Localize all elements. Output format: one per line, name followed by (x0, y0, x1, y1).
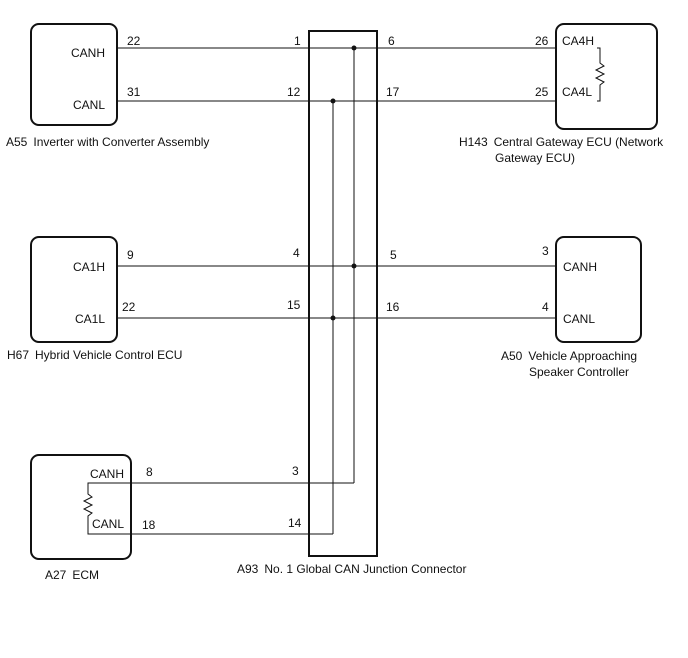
h143-pin-ca4l-label: CA4L (562, 85, 592, 99)
a27-pin-18-number: 18 (142, 518, 156, 532)
a50-pin-canl-label: CANL (563, 312, 595, 326)
a55-pin-22-number: 22 (127, 34, 141, 48)
a27-pin-canl-label: CANL (92, 517, 124, 531)
a27-pin-canh-label: CANH (90, 467, 124, 481)
a55-pin-canl-label: CANL (73, 98, 105, 112)
junction-pin-4: 4 (293, 246, 300, 260)
h143-caption-line2: Gateway ECU) (495, 151, 575, 165)
junction-pin-15: 15 (287, 298, 301, 312)
junction-pin-12: 12 (287, 85, 301, 99)
a50-caption-line2: Speaker Controller (529, 365, 629, 379)
h143-pin-ca4h-label: CA4H (562, 34, 594, 48)
a27-pin-8-number: 8 (146, 465, 153, 479)
a50-pin-3-number: 3 (542, 244, 549, 258)
junction-pin-6: 6 (388, 34, 395, 48)
a55-pin-canh-label: CANH (71, 46, 105, 60)
h67-pin-22-number: 22 (122, 300, 136, 314)
junction-pin-5: 5 (390, 248, 397, 262)
h67-pin-ca1h-label: CA1H (73, 260, 105, 274)
a50-pin-4-number: 4 (542, 300, 549, 314)
h143-terminator-resistor (594, 47, 606, 102)
a55-pin-31-number: 31 (127, 85, 141, 99)
junction-pin-14: 14 (288, 516, 302, 530)
h143-pin-26-number: 26 (535, 34, 549, 48)
junction-pin-1: 1 (294, 34, 301, 48)
junction-pin-17: 17 (386, 85, 400, 99)
junction-connector-a93 (308, 30, 378, 557)
a50-pin-canh-label: CANH (563, 260, 597, 274)
junction-pin-3: 3 (292, 464, 299, 478)
h67-pin-ca1l-label: CA1L (75, 312, 105, 326)
a27-terminator-resistor (82, 482, 131, 535)
h67-pin-9-number: 9 (127, 248, 134, 262)
h143-pin-25-number: 25 (535, 85, 549, 99)
junction-pin-16: 16 (386, 300, 400, 314)
